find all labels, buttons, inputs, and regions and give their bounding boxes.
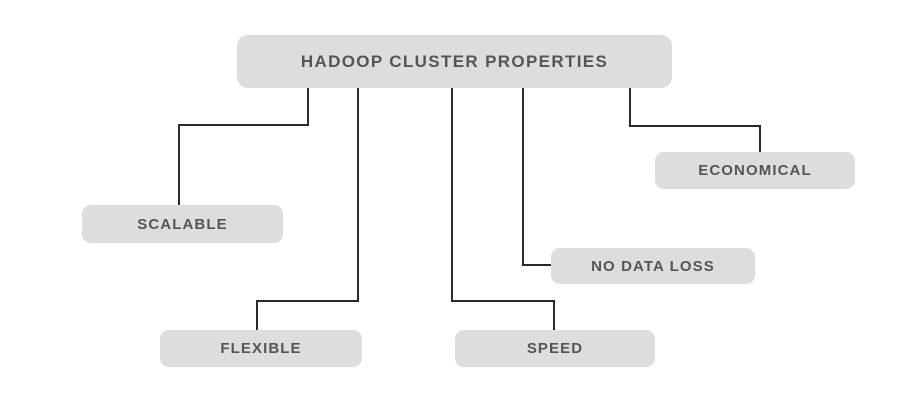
connector-root-to-speed [451,88,555,330]
node-label-economical: ECONOMICAL [698,162,812,179]
node-scalable[interactable]: SCALABLE [82,205,283,243]
node-label-speed: SPEED [526,340,584,357]
node-label-scalable: SCALABLE [137,215,228,233]
node-speed[interactable]: SPEED [455,330,655,367]
connector-root-to-no-data-loss [522,88,551,266]
connector-root-to-economical [629,88,761,152]
connector-root-to-scalable [178,88,309,205]
node-label-no-data-loss: NO DATA LOSS [591,257,715,275]
node-no-data-loss[interactable]: NO DATA LOSS [551,248,755,284]
node-label-root: HADOOP CLUSTER PROPERTIES [300,51,609,71]
connector-root-to-flexible [256,88,359,330]
node-economical[interactable]: ECONOMICAL [655,152,855,189]
node-label-flexible: FLEXIBLE [220,340,302,357]
node-flexible[interactable]: FLEXIBLE [160,330,362,367]
node-hadoop-cluster-properties[interactable]: HADOOP CLUSTER PROPERTIES [237,35,672,88]
